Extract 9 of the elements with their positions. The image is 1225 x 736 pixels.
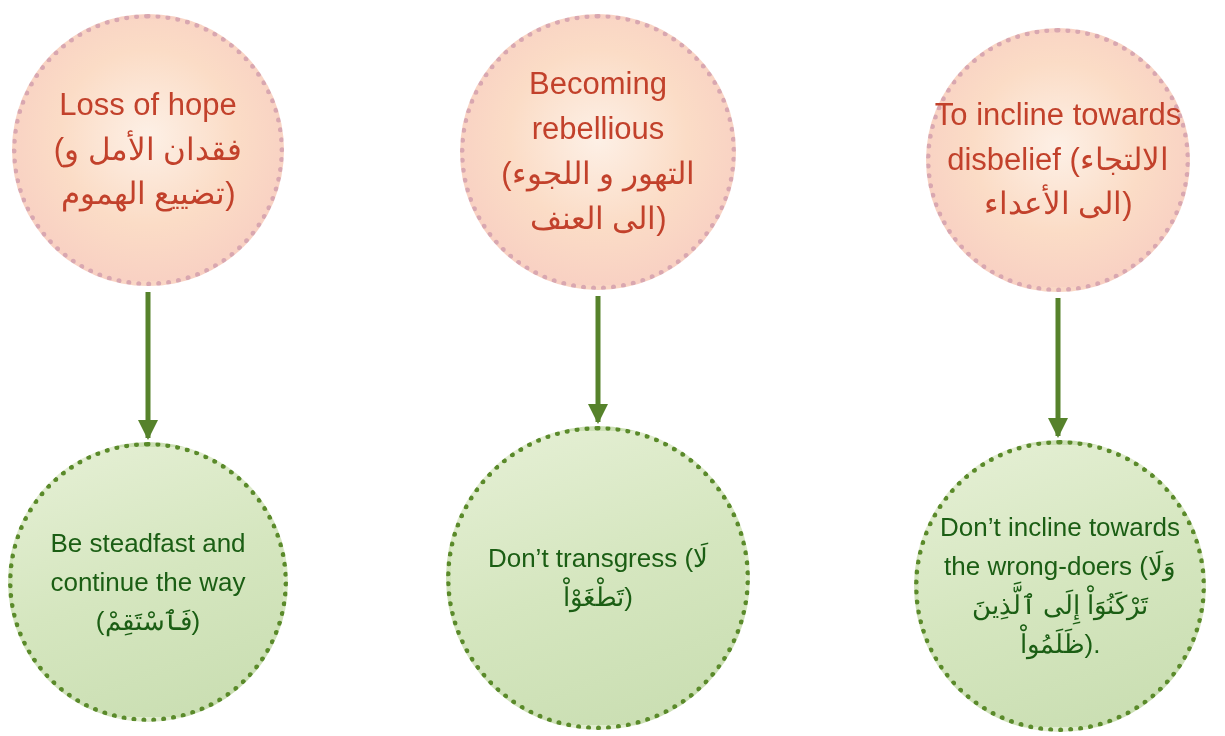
node-text: Don’t incline towards the wrong-doers (وَلَا تَرْكَنُوَاْ إِلَى ٱلَّذِينَ ظَلَمُواْ). [939, 511, 1181, 662]
arrow [138, 292, 158, 440]
node-text: To incline towards disbelief (الالتجاء الى الأعداء) [933, 95, 1183, 224]
node-text: Becoming rebellious (التهور و اللجوء الى العنف) [500, 65, 696, 238]
node-text: Don’t transgress (لَا تَطْغَوْاْ) [486, 541, 710, 615]
arrow [588, 296, 608, 424]
node-text: Be steadfast and continue the way (فَٱسْتَقِمْ) [49, 526, 247, 639]
arrow [1048, 298, 1068, 438]
node-text: Loss of hope (فقدان الأمل و تضييع الهموم) [52, 85, 244, 214]
